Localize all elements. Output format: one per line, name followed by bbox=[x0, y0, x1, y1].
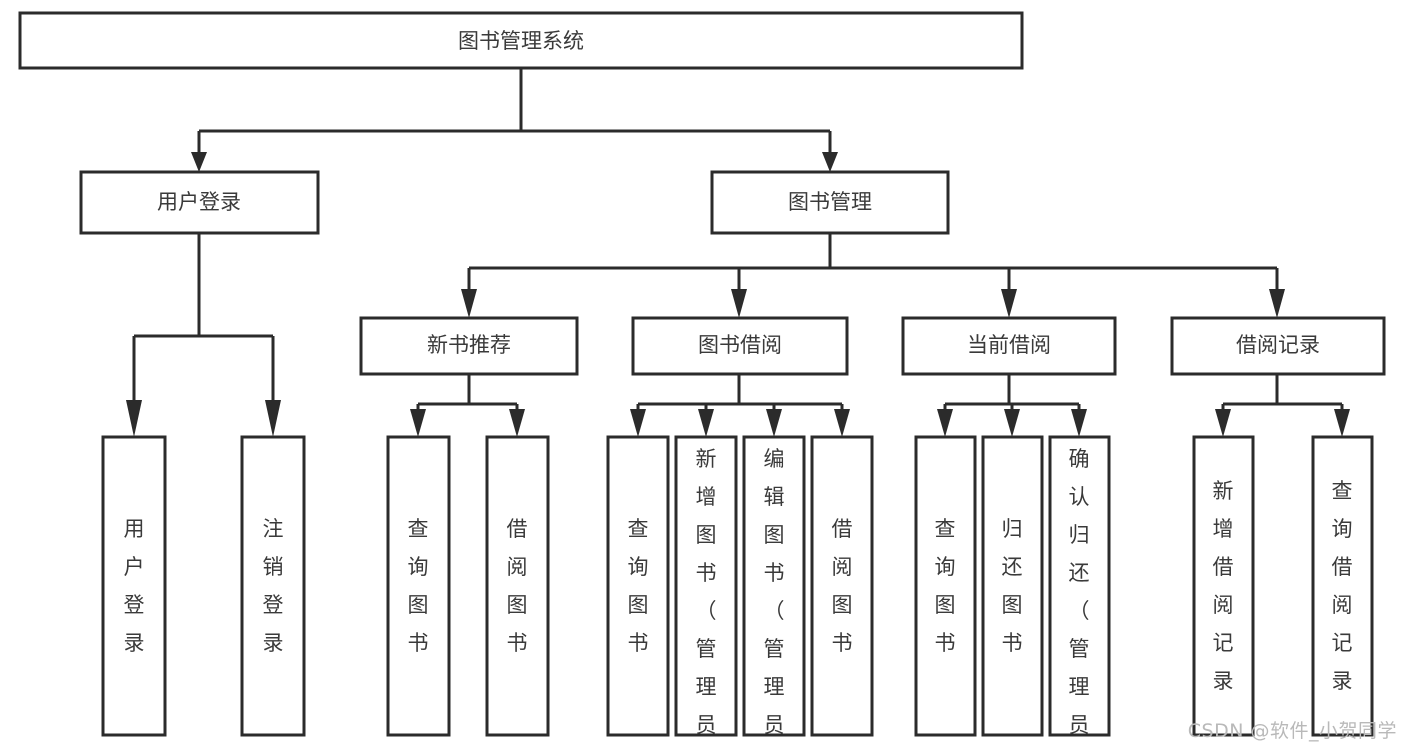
node-leaf-borrow-book-2-box[interactable] bbox=[810, 435, 874, 737]
arrowhead-leaf-query-book-1 bbox=[410, 409, 426, 437]
node-leaf-borrow-book-2[interactable]: 借阅图书 bbox=[810, 435, 874, 737]
connector-group-borrow-record bbox=[1215, 374, 1350, 437]
node-leaf-add-record-box[interactable] bbox=[1192, 435, 1255, 737]
node-book-management-box[interactable] bbox=[710, 170, 950, 235]
arrowhead-leaf-add-record bbox=[1215, 409, 1231, 437]
arrowhead-borrow-record bbox=[1269, 289, 1285, 318]
node-leaf-query-record-box[interactable] bbox=[1311, 435, 1374, 737]
node-leaf-confirm-return[interactable]: 确认归还（管理员） bbox=[1048, 435, 1111, 747]
arrowhead-leaf-return-book bbox=[1004, 409, 1020, 437]
node-book-management-label: 图书管理 bbox=[788, 190, 872, 214]
node-leaf-user-logout-label: 注销登录 bbox=[263, 517, 284, 655]
node-new-book-recommend[interactable]: 新书推荐 bbox=[359, 316, 579, 376]
node-leaf-confirm-return-box[interactable] bbox=[1048, 435, 1111, 737]
node-leaf-edit-book-box[interactable] bbox=[742, 435, 806, 737]
node-leaf-add-book[interactable]: 新增图书（管理员） bbox=[674, 435, 738, 747]
node-leaf-return-book-label: 归还图书 bbox=[1002, 517, 1023, 655]
connector-group-current-borrow bbox=[937, 374, 1087, 437]
csdn-watermark: CSDN @软件_小贺同学 bbox=[1187, 720, 1397, 742]
node-leaf-return-book[interactable]: 归还图书 bbox=[981, 435, 1044, 737]
connector-group-user-login bbox=[126, 233, 281, 437]
node-leaf-borrow-book-2-label: 借阅图书 bbox=[832, 517, 853, 655]
arrowhead-leaf-add-book bbox=[698, 409, 714, 437]
node-borrow-record-label: 借阅记录 bbox=[1236, 333, 1320, 357]
arrowhead-leaf-user-login bbox=[126, 400, 142, 437]
node-leaf-query-record-label: 查询借阅记录 bbox=[1332, 479, 1353, 693]
node-leaf-borrow-book-1[interactable]: 借阅图书 bbox=[485, 435, 550, 737]
arrowhead-leaf-borrow-book-2 bbox=[834, 409, 850, 437]
node-borrow-record[interactable]: 借阅记录 bbox=[1170, 316, 1386, 376]
node-leaf-user-logout-box[interactable] bbox=[240, 435, 306, 737]
node-root-box[interactable] bbox=[18, 11, 1024, 70]
node-user-login[interactable]: 用户登录 bbox=[79, 170, 320, 235]
node-leaf-borrow-book-1-label: 借阅图书 bbox=[507, 517, 528, 655]
connector-group-book-management bbox=[461, 233, 1285, 318]
connector-group-book-borrow bbox=[630, 374, 850, 437]
node-leaf-edit-book[interactable]: 编辑图书（管理员） bbox=[742, 435, 806, 747]
node-root-label: 图书管理系统 bbox=[458, 29, 584, 53]
arrowhead-leaf-query-book-3 bbox=[937, 409, 953, 437]
node-leaf-user-login-label: 用户登录 bbox=[124, 517, 145, 655]
arrowhead-leaf-query-book-2 bbox=[630, 409, 646, 437]
node-leaf-user-login-box[interactable] bbox=[101, 435, 167, 737]
node-current-borrow-label: 当前借阅 bbox=[967, 333, 1051, 357]
node-borrow-record-box[interactable] bbox=[1170, 316, 1386, 376]
arrowhead-leaf-user-logout bbox=[265, 400, 281, 437]
node-leaf-add-book-label: 新增图书（管理员） bbox=[696, 447, 717, 747]
node-leaf-borrow-book-1-box[interactable] bbox=[485, 435, 550, 737]
node-new-book-recommend-box[interactable] bbox=[359, 316, 579, 376]
node-leaf-user-logout[interactable]: 注销登录 bbox=[240, 435, 306, 737]
node-leaf-confirm-return-label: 确认归还（管理员） bbox=[1069, 447, 1090, 747]
node-root[interactable]: 图书管理系统 bbox=[18, 11, 1024, 70]
arrowhead-leaf-borrow-book-1 bbox=[509, 409, 525, 437]
connector-group-new-book-recommend bbox=[410, 374, 525, 437]
node-leaf-query-book-1-label: 查询图书 bbox=[408, 517, 429, 655]
node-leaf-edit-book-label: 编辑图书（管理员） bbox=[764, 447, 785, 747]
arrowhead-current-borrow bbox=[1001, 289, 1017, 318]
node-leaf-query-book-3[interactable]: 查询图书 bbox=[914, 435, 977, 737]
node-book-borrow-box[interactable] bbox=[631, 316, 849, 376]
node-new-book-recommend-label: 新书推荐 bbox=[427, 333, 511, 357]
node-user-login-label: 用户登录 bbox=[157, 190, 241, 214]
node-leaf-query-record[interactable]: 查询借阅记录 bbox=[1311, 435, 1374, 737]
node-user-login-box[interactable] bbox=[79, 170, 320, 235]
arrowhead-user-login bbox=[191, 152, 207, 172]
node-leaf-query-book-1-box[interactable] bbox=[386, 435, 451, 737]
node-book-management[interactable]: 图书管理 bbox=[710, 170, 950, 235]
arrowhead-book-borrow bbox=[731, 289, 747, 318]
arrowhead-book-management bbox=[822, 152, 838, 172]
arrowhead-leaf-query-record bbox=[1334, 409, 1350, 437]
node-leaf-add-book-box[interactable] bbox=[674, 435, 738, 737]
node-leaf-query-book-2[interactable]: 查询图书 bbox=[606, 435, 670, 737]
node-current-borrow[interactable]: 当前借阅 bbox=[901, 316, 1117, 376]
node-current-borrow-box[interactable] bbox=[901, 316, 1117, 376]
node-leaf-query-book-3-box[interactable] bbox=[914, 435, 977, 737]
node-book-borrow[interactable]: 图书借阅 bbox=[631, 316, 849, 376]
node-leaf-query-book-2-label: 查询图书 bbox=[628, 517, 649, 655]
arrowhead-new-book-recommend bbox=[461, 289, 477, 318]
node-leaf-user-login[interactable]: 用户登录 bbox=[101, 435, 167, 737]
node-leaf-query-book-2-box[interactable] bbox=[606, 435, 670, 737]
node-leaf-add-record-label: 新增借阅记录 bbox=[1213, 479, 1234, 693]
node-book-borrow-label: 图书借阅 bbox=[698, 333, 782, 357]
node-leaf-add-record[interactable]: 新增借阅记录 bbox=[1192, 435, 1255, 737]
node-leaf-query-book-1[interactable]: 查询图书 bbox=[386, 435, 451, 737]
arrowhead-leaf-edit-book bbox=[766, 409, 782, 437]
node-leaf-return-book-box[interactable] bbox=[981, 435, 1044, 737]
connector-group-root bbox=[191, 68, 838, 172]
node-leaf-query-book-3-label: 查询图书 bbox=[935, 517, 956, 655]
arrowhead-leaf-confirm-return bbox=[1071, 409, 1087, 437]
